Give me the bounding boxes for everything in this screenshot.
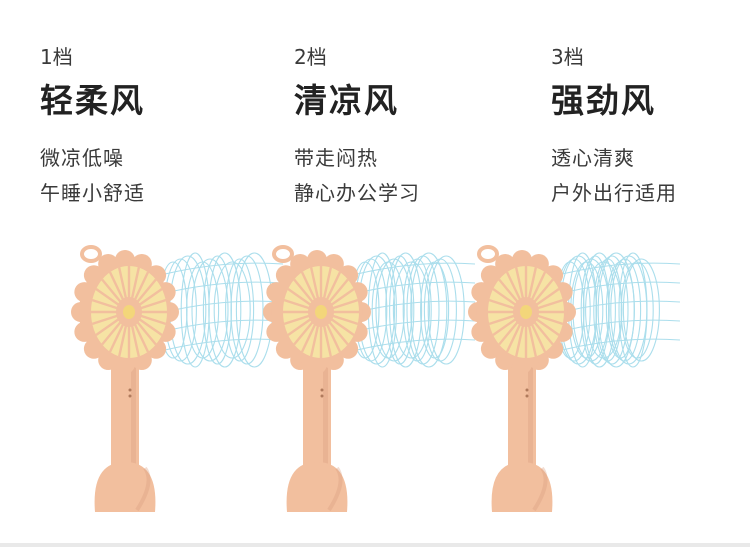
handheld-fan-icon <box>263 245 476 512</box>
mode-description-line-2: 午睡小舒适 <box>40 181 145 205</box>
mode-description-line-1: 带走闷热 <box>294 146 378 170</box>
wind-mode-title: 轻柔风 <box>40 81 145 120</box>
wind-mode-title: 强劲风 <box>551 81 656 120</box>
mode-description-line-1: 透心清爽 <box>551 146 635 170</box>
speed-level-label: 1档 <box>40 45 73 69</box>
airflow-icon <box>555 252 681 368</box>
bottom-divider <box>0 543 750 547</box>
mode-description-line-2: 静心办公学习 <box>294 181 420 205</box>
speed-level-label: 3档 <box>551 45 584 69</box>
speed-level-label: 2档 <box>294 45 327 69</box>
airflow-icon <box>350 252 476 368</box>
wind-mode-title: 清凉风 <box>294 81 399 120</box>
mode-description-line-1: 微凉低噪 <box>40 146 124 170</box>
handheld-fan-icon <box>71 245 284 512</box>
handheld-fan-icon <box>468 245 681 512</box>
mode-description-line-2: 户外出行适用 <box>551 181 677 205</box>
